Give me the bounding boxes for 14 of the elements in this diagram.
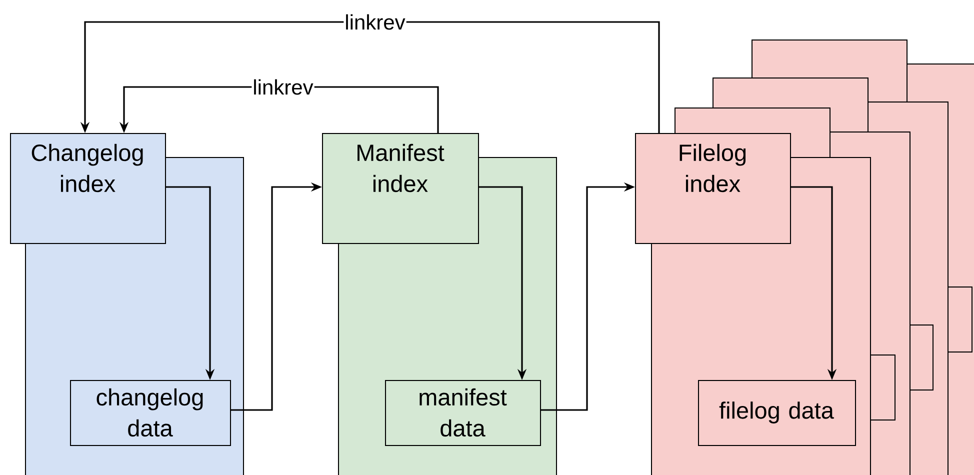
data-box [70, 380, 231, 446]
data-box [385, 380, 541, 446]
node-label: changelog data [96, 388, 203, 437]
node-label: Manifest index [358, 144, 444, 192]
node-label: manifest data [420, 388, 507, 437]
edge-label: linkrev [252, 78, 314, 96]
node-label: Filelog index [680, 144, 746, 192]
data-box [698, 380, 856, 446]
node-label: filelog data [719, 402, 834, 424]
node-label: Changelog index [32, 144, 143, 192]
index-box [322, 133, 479, 244]
index-box [635, 133, 791, 244]
index-box [10, 133, 166, 244]
edge-label: linkrev [344, 13, 406, 31]
